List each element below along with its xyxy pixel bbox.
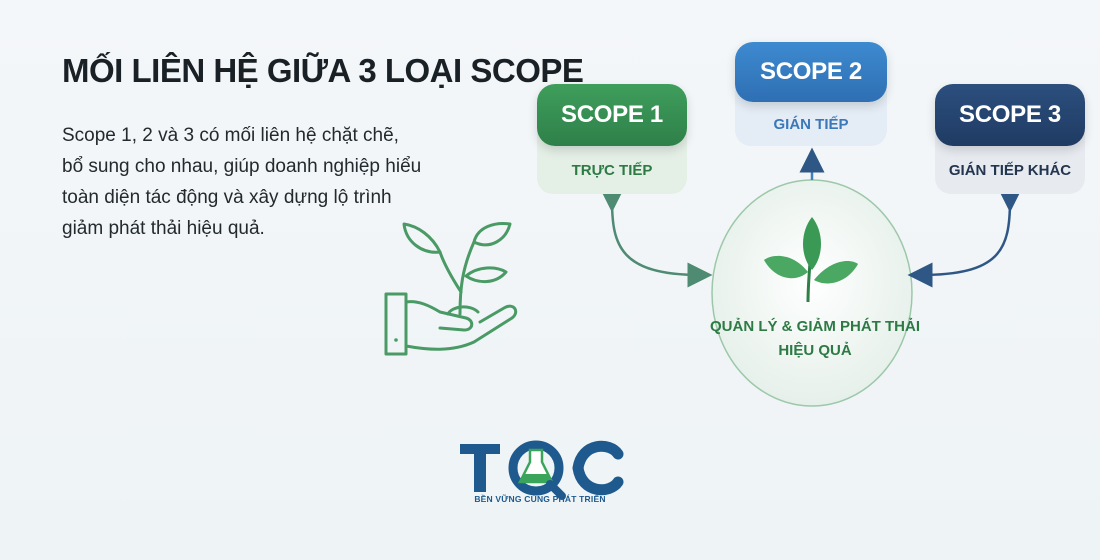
scope-1-card: SCOPE 1 TRỰC TIẾP	[537, 84, 687, 194]
tqc-logo	[460, 440, 624, 500]
scope-2-label: SCOPE 2	[735, 42, 887, 102]
description-line: toàn diện tác động và xây dựng lộ trình	[62, 187, 392, 208]
description-line: Scope 1, 2 và 3 có mối liên hệ chặt chẽ,	[62, 125, 399, 146]
scope-2-card: SCOPE 2 GIÁN TIẾP	[735, 42, 887, 146]
scope-3-card: SCOPE 3 GIÁN TIẾP KHÁC	[935, 84, 1085, 194]
page-title: MỐI LIÊN HỆ GIỮA 3 LOẠI SCOPE	[62, 52, 584, 89]
scope-3-label: SCOPE 3	[935, 84, 1085, 146]
logo-tagline: BỀN VỮNG CÙNG PHÁT TRIỂN	[474, 494, 606, 504]
leaf-icon	[764, 217, 858, 303]
scope1-arrow	[599, 187, 713, 288]
hand-plant-icon	[384, 222, 518, 356]
description-line: bổ sung cho nhau, giúp doanh nghiệp hiểu	[62, 156, 422, 177]
description: Scope 1, 2 và 3 có mối liên hệ chặt chẽ,…	[62, 120, 462, 244]
center-circle	[711, 179, 913, 407]
scope-1-label: SCOPE 1	[537, 84, 687, 146]
center-label-line: QUẢN LÝ & GIẢM PHÁT THẢI	[710, 318, 920, 335]
center-label-line: HIỆU QUẢ	[778, 342, 852, 359]
center-label: QUẢN LÝ & GIẢM PHÁT THẢI HIỆU QUẢ	[710, 315, 920, 363]
scope3-arrow	[907, 187, 1023, 288]
description-line: giảm phát thải hiệu quả.	[62, 218, 265, 239]
